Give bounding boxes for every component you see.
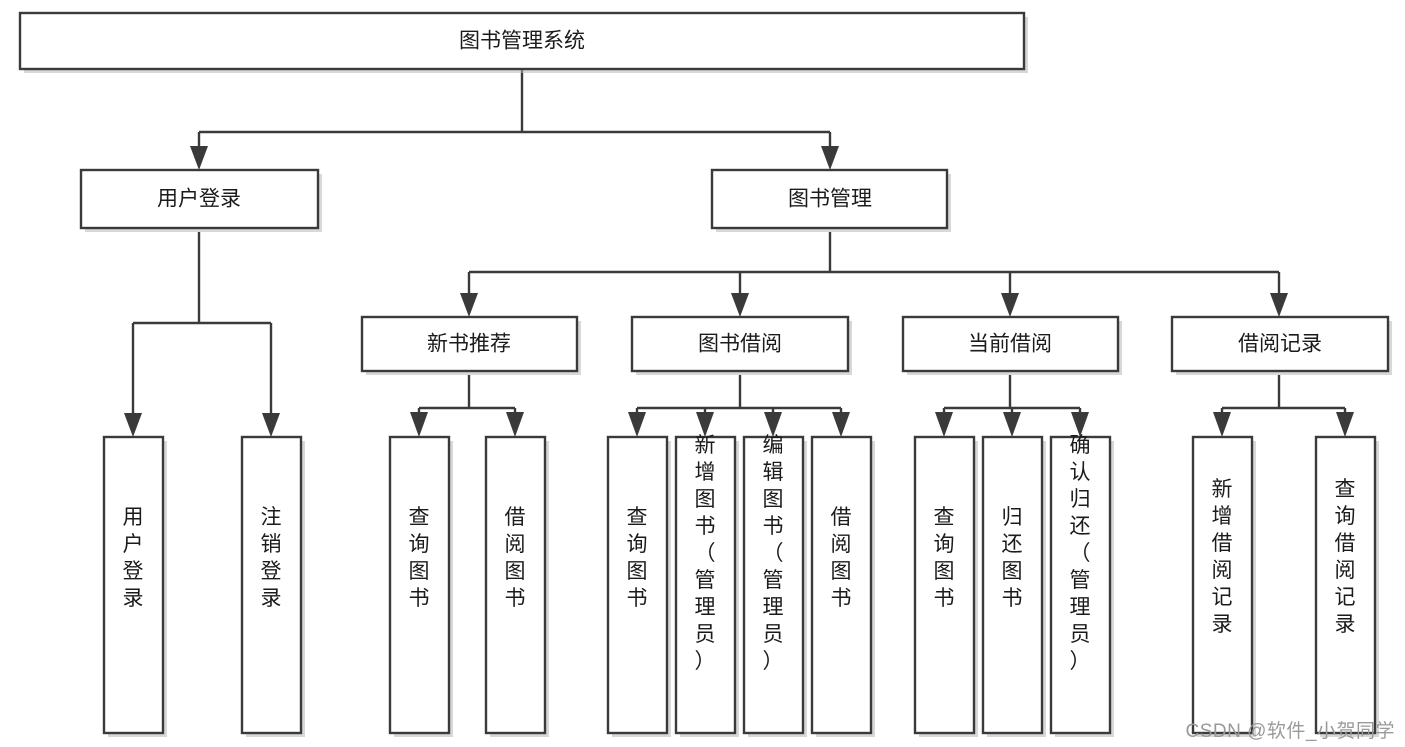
node-root-label: 图书管理系统 <box>459 30 585 53</box>
leaf-label: 确认归还（管理员） <box>1070 434 1091 673</box>
leaf-node[interactable]: 用户登录 <box>102 435 167 737</box>
node-book-management[interactable]: 图书管理 <box>710 168 951 232</box>
connector-group-currentborrow <box>935 375 1089 437</box>
arrow-head-cb-leaf2 <box>1003 412 1021 437</box>
leaf-label: 查询图书 <box>627 506 648 610</box>
leaf-label: 查询图书 <box>934 506 955 610</box>
node-borrow-record-label: 借阅记录 <box>1238 333 1322 356</box>
leaf-label: 归还图书 <box>1002 506 1023 610</box>
arrow-head-new-book <box>460 293 478 317</box>
connector-group-borrowrecord <box>1213 375 1354 437</box>
arrow-head-current-borrow <box>1001 293 1019 317</box>
arrow-head-br-leaf2 <box>1336 412 1354 437</box>
leaf-label: 借阅图书 <box>831 506 852 610</box>
node-book-borrow-label: 图书借阅 <box>698 333 782 356</box>
leaf-node[interactable]: 查询图书 <box>388 435 453 737</box>
arrow-head-bookmgmt <box>821 146 839 170</box>
connector-group-userlogin <box>124 232 280 437</box>
arrow-head-book-borrow <box>731 293 749 317</box>
leaf-node[interactable]: 归还图书 <box>981 435 1046 737</box>
leaf-node[interactable]: 新增图书（管理员） <box>674 434 739 737</box>
leaf-group-new-book-recommend: 查询图书 借阅图书 <box>388 435 549 737</box>
leaf-group-current-borrow: 查询图书 归还图书 确认归还（管理员） <box>913 434 1114 737</box>
leaf-node[interactable]: 编辑图书（管理员） <box>742 434 807 737</box>
leaf-label: 借阅图书 <box>505 506 526 610</box>
node-root[interactable]: 图书管理系统 <box>18 11 1028 73</box>
arrow-head-userlogin <box>190 146 208 170</box>
arrow-head-nb-leaf1 <box>410 412 428 437</box>
connector-group-bookborrow <box>628 375 850 437</box>
node-book-management-label: 图书管理 <box>788 188 872 211</box>
leaf-node[interactable]: 确认归还（管理员） <box>1049 434 1114 737</box>
leaf-label: 新增借阅记录 <box>1212 478 1233 636</box>
leaf-node[interactable]: 新增借阅记录 <box>1191 435 1256 737</box>
arrow-head-bb-leaf1 <box>628 412 646 437</box>
arrow-head-borrow-record <box>1270 293 1288 317</box>
arrow-head-nb-leaf2 <box>506 412 524 437</box>
leaf-node[interactable]: 借阅图书 <box>484 435 549 737</box>
arrow-head-bb-leaf2 <box>696 412 714 437</box>
leaf-group-borrow-record: 新增借阅记录 查询借阅记录 <box>1191 435 1379 737</box>
leaf-group-user-login: 用户登录 注销登录 <box>102 435 305 737</box>
leaf-node[interactable]: 查询图书 <box>606 435 671 737</box>
leaf-node[interactable]: 注销登录 <box>240 435 305 737</box>
arrow-head-logout-leaf <box>262 413 280 437</box>
leaf-label: 新增图书（管理员） <box>695 434 716 673</box>
leaf-label: 查询图书 <box>409 506 430 610</box>
node-borrow-record[interactable]: 借阅记录 <box>1170 315 1392 375</box>
arrow-head-user-login-leaf <box>124 413 142 437</box>
leaf-label: 注销登录 <box>261 506 282 610</box>
node-current-borrow-label: 当前借阅 <box>968 333 1052 356</box>
leaf-label: 查询借阅记录 <box>1335 478 1356 636</box>
leaf-node[interactable]: 借阅图书 <box>810 435 875 737</box>
arrow-head-bb-leaf3 <box>764 412 782 437</box>
connector-group-root <box>190 69 839 170</box>
arrow-head-cb-leaf1 <box>935 412 953 437</box>
arrow-head-bb-leaf4 <box>832 412 850 437</box>
node-current-borrow[interactable]: 当前借阅 <box>901 315 1122 375</box>
node-book-borrow[interactable]: 图书借阅 <box>630 315 852 375</box>
leaf-label: 用户登录 <box>123 506 144 610</box>
leaf-group-book-borrow: 查询图书 新增图书（管理员） 编辑图书（管理员） 借阅图书 <box>606 434 875 737</box>
leaf-node[interactable]: 查询借阅记录 <box>1314 435 1379 737</box>
leaf-node[interactable]: 查询图书 <box>913 435 978 737</box>
arrow-head-cb-leaf3 <box>1071 412 1089 437</box>
node-user-login-label: 用户登录 <box>157 188 241 211</box>
leaf-label: 编辑图书（管理员） <box>763 434 784 673</box>
connector-group-newbook <box>410 375 524 437</box>
node-new-book-recommend[interactable]: 新书推荐 <box>360 315 581 375</box>
connector-group-bookmgmt <box>460 232 1288 317</box>
arrow-head-br-leaf1 <box>1213 412 1231 437</box>
node-user-login[interactable]: 用户登录 <box>79 168 322 232</box>
node-new-book-recommend-label: 新书推荐 <box>427 333 511 356</box>
